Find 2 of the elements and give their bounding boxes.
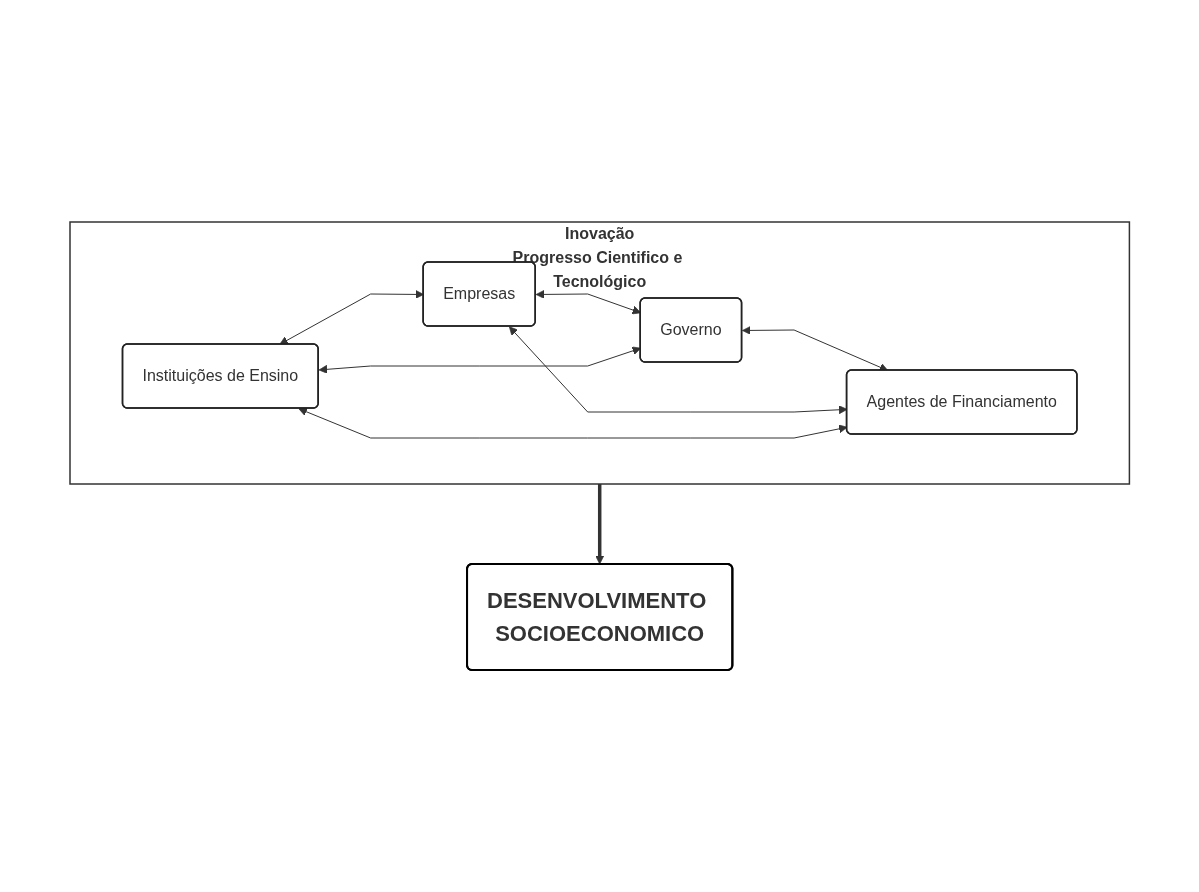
arrow: [741, 326, 888, 372]
arrow: [595, 484, 604, 565]
